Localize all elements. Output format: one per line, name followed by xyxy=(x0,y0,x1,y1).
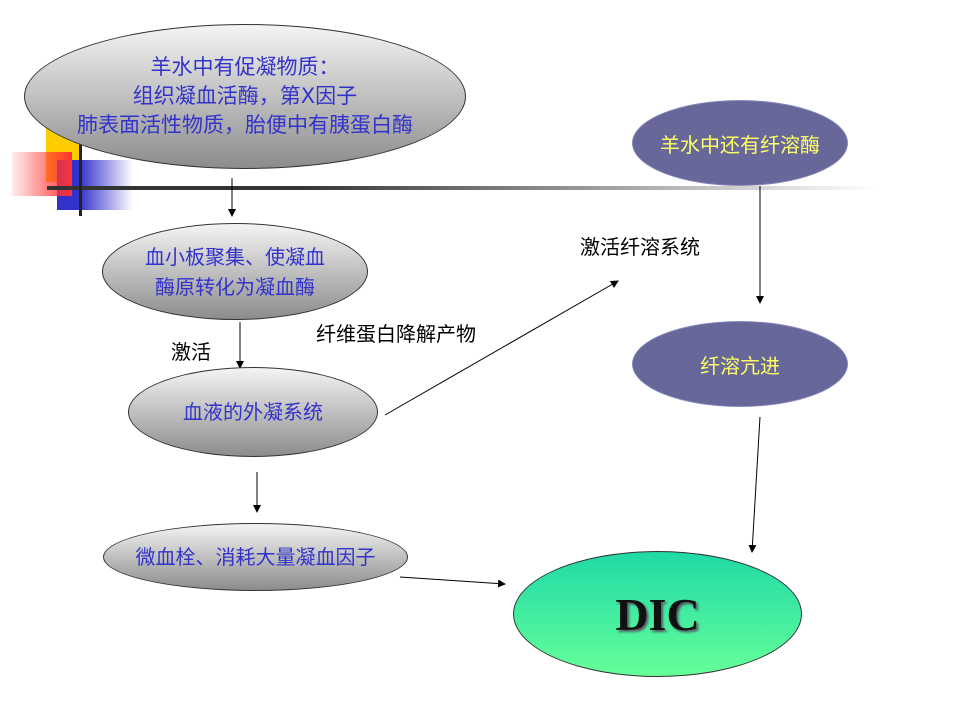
node-text: 肺表面活性物质，胎便中有胰蛋白酶 xyxy=(77,113,413,137)
label-fdp: 纤维蛋白降解产物 xyxy=(316,322,476,346)
node-text: 微血栓、消耗大量凝血因子 xyxy=(135,544,376,569)
node-amniotic-fibrinolysin: 羊水中还有纤溶酶 xyxy=(632,100,848,186)
node-text: 羊水中还有纤溶酶 xyxy=(660,132,820,157)
node-amniotic-procoagulants: 羊水中有促凝物质： 组织凝血活酶，第X因子 肺表面活性物质，胎便中有胰蛋白酶 xyxy=(24,24,466,169)
node-platelet-aggregation: 血小板聚集、使凝血 酶原转化为凝血酶 xyxy=(102,223,368,320)
node-text: 纤溶亢进 xyxy=(700,353,780,378)
node-text: 组织凝血活酶，第X因子 xyxy=(132,84,358,108)
node-text: 酶原转化为凝血酶 xyxy=(155,274,315,299)
arrow xyxy=(384,280,619,416)
label-activate: 激活 xyxy=(171,340,211,364)
node-microthrombi: 微血栓、消耗大量凝血因子 xyxy=(103,523,408,591)
dic-title: DIC xyxy=(615,588,700,640)
vertical-rule-decoration xyxy=(79,140,82,216)
label-activate-fibrinolysis: 激活纤溶系统 xyxy=(580,235,700,259)
node-hyperfibrinolysis: 纤溶亢进 xyxy=(632,321,848,407)
horizontal-rule-decoration xyxy=(47,186,877,190)
arrow xyxy=(399,576,506,588)
node-text: 羊水中有促凝物质： xyxy=(150,55,340,79)
node-text: 血小板聚集、使凝血 xyxy=(145,244,325,269)
node-text: 血液的外凝系统 xyxy=(183,399,323,424)
arrow xyxy=(748,416,761,553)
node-extrinsic-coagulation: 血液的外凝系统 xyxy=(128,367,378,457)
node-dic: DIC xyxy=(513,551,802,677)
